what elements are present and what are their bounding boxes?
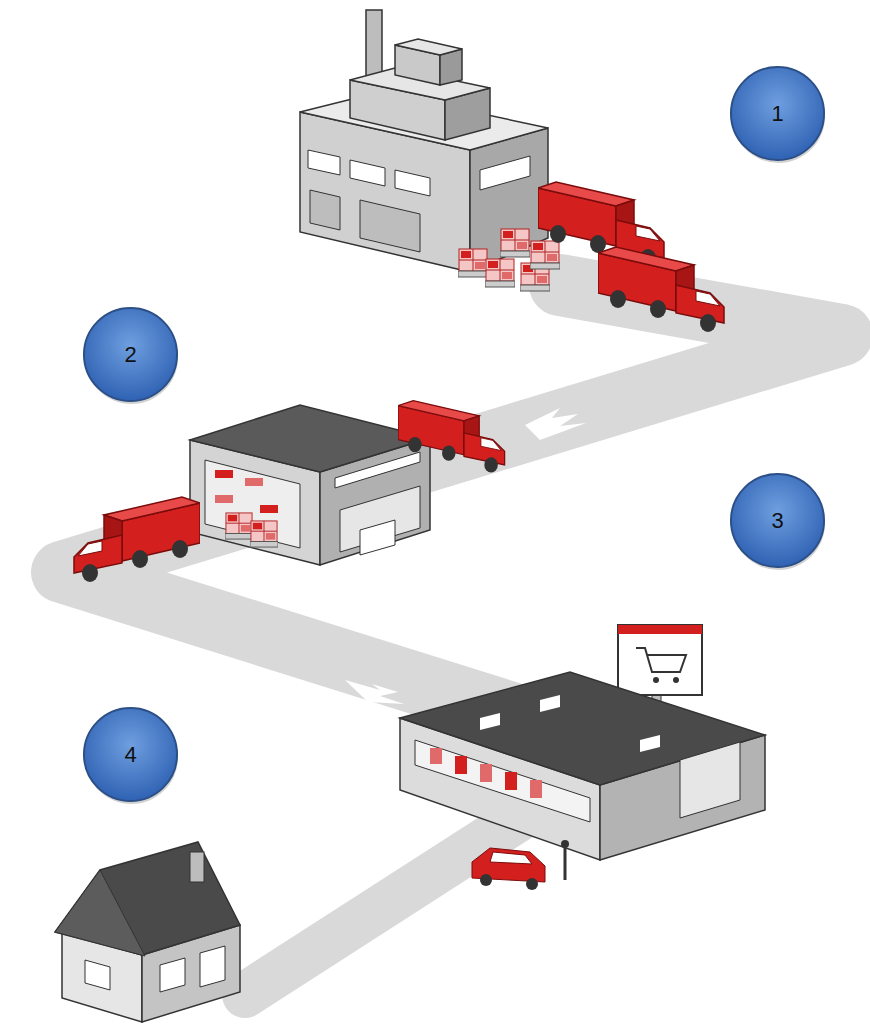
circle-shape [84, 708, 177, 801]
road-part [245, 818, 520, 995]
delivery-truck [538, 182, 724, 332]
store-building-part [618, 625, 702, 695]
warehouse-building-part [215, 470, 233, 478]
delivery-truck-part [398, 401, 505, 473]
warehouse-building-part [260, 505, 278, 513]
factory-building-part [395, 39, 462, 55]
delivery-truck [74, 401, 505, 582]
delivery-truck-part [598, 247, 724, 332]
callout-number: 1 [771, 101, 783, 127]
step-number-circle: 3 [729, 472, 826, 569]
warehouse-building-part [360, 520, 395, 555]
store-building-part [430, 748, 442, 764]
factory-building-part [308, 150, 340, 175]
road-arrow-part [345, 680, 404, 704]
store-building-part [680, 742, 740, 818]
warehouse-building-part [245, 478, 263, 486]
car [472, 840, 569, 890]
house-part [55, 870, 145, 956]
house-part [160, 958, 185, 992]
pallet-stack-part [458, 249, 488, 277]
store-building-part [480, 764, 492, 782]
road-arrow-part [525, 408, 586, 440]
factory-building-part [360, 200, 420, 252]
circle-shape [731, 67, 824, 160]
step-number-circle: 4 [82, 706, 179, 803]
circle-shape [731, 474, 824, 567]
car-part [564, 848, 567, 880]
warehouse-building-part [215, 495, 233, 503]
house [55, 842, 240, 1022]
pallet-stack [458, 229, 560, 291]
callout-number: 4 [124, 742, 136, 768]
house-part [190, 852, 204, 882]
store-building-part [540, 695, 560, 712]
factory-building-part [395, 170, 430, 196]
store-building-part [415, 740, 590, 822]
house-part [200, 946, 225, 987]
factory-building-part [366, 10, 382, 80]
step-number-circle: 2 [82, 306, 179, 403]
car-part [480, 874, 492, 886]
store-building-part [530, 780, 542, 798]
store-building-part [673, 677, 679, 683]
store-building-part [455, 756, 467, 774]
store-building [400, 625, 765, 860]
step-number-circle: 1 [729, 65, 826, 162]
warehouse-building-part [225, 513, 253, 539]
factory-building-part [350, 160, 385, 186]
circle-shape [84, 308, 177, 401]
warehouse-building-part [205, 460, 300, 548]
store-building-part [640, 735, 660, 752]
factory-building [300, 10, 548, 272]
house-part [85, 960, 110, 990]
callout-number: 3 [771, 508, 783, 534]
store-building-part [653, 677, 659, 683]
store-building-part [636, 648, 686, 672]
car-part [490, 852, 532, 864]
warehouse-building [190, 405, 430, 565]
house-part [55, 842, 240, 955]
factory-building-part [310, 190, 340, 230]
callout-number: 2 [124, 342, 136, 368]
pallet-stack-part [500, 229, 530, 257]
warehouse-building-part [335, 452, 420, 488]
store-building-part [480, 713, 500, 730]
pallet-stack-part [485, 259, 515, 287]
warehouse-building-part [250, 521, 278, 547]
store-building-part [505, 772, 517, 790]
car-part [561, 840, 569, 848]
car-part [526, 878, 538, 890]
store-building-part [618, 625, 702, 634]
delivery-truck-part [74, 497, 200, 582]
pallet-stack-part [530, 241, 560, 269]
factory-building-part [480, 156, 530, 190]
road-part [62, 285, 842, 722]
